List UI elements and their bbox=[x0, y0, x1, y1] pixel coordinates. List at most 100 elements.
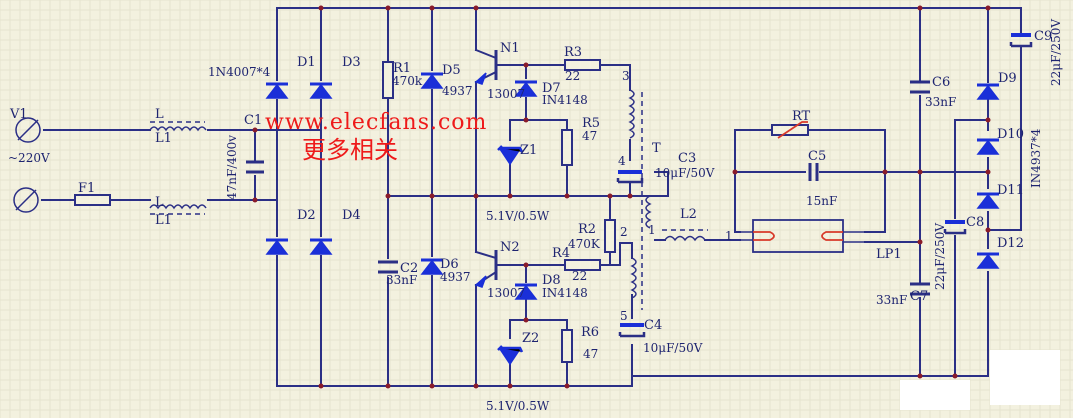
junction-dot bbox=[252, 197, 258, 203]
blank-area bbox=[990, 350, 1060, 405]
fuse-f1 bbox=[74, 194, 111, 206]
diode-d10 bbox=[976, 138, 1000, 155]
label-d7-part: IN4148 bbox=[542, 93, 588, 107]
label-r5: R5 bbox=[582, 116, 600, 131]
junction-dot bbox=[385, 383, 391, 389]
label-n1-part: 13007 bbox=[487, 87, 525, 101]
junction-dot bbox=[523, 317, 529, 323]
label-f1: F1 bbox=[78, 181, 95, 196]
diode-d8 bbox=[514, 283, 538, 300]
label-d1: D1 bbox=[297, 55, 316, 70]
junction-dot bbox=[882, 169, 888, 175]
capacitor-c2 bbox=[378, 260, 398, 274]
junction-dot bbox=[473, 5, 479, 11]
watermark-url[interactable]: www.elecfans.com bbox=[265, 110, 487, 135]
junction-dot bbox=[318, 383, 324, 389]
junction-dot bbox=[985, 5, 991, 11]
diode-d11 bbox=[976, 192, 1000, 209]
capacitor-c1 bbox=[246, 160, 264, 174]
label-c7-value: 33nF bbox=[876, 293, 907, 307]
inductor-l2 bbox=[662, 229, 708, 242]
label-d2: D2 bbox=[297, 208, 316, 223]
label-v1: V1 bbox=[9, 107, 28, 122]
label-c1-value: 47nF/400v bbox=[225, 135, 239, 200]
label-t-pin-4: 4 bbox=[618, 154, 626, 168]
label-r1: R1 bbox=[393, 61, 411, 76]
junction-dot bbox=[627, 193, 633, 199]
junction-dot bbox=[473, 193, 479, 199]
label-l1-bottom: L1 bbox=[155, 213, 172, 228]
diode-d4 bbox=[309, 238, 333, 255]
label-c8: C8 bbox=[966, 215, 984, 230]
junction-dot bbox=[985, 169, 991, 175]
label-c6: C6 bbox=[932, 75, 950, 90]
label-t-pin-1: 1 bbox=[648, 223, 656, 237]
labels: V1 ~220V F1 L L1 L L1 C1 47nF/400v 1N400… bbox=[8, 19, 1063, 413]
transistor-n1 bbox=[474, 48, 498, 85]
label-d5-value: 4937 bbox=[442, 84, 473, 98]
label-c2-value: 33nF bbox=[386, 273, 417, 287]
junction-dot bbox=[732, 169, 738, 175]
label-c5-value: 15nF bbox=[806, 194, 837, 208]
label-lp1: LP1 bbox=[876, 247, 902, 262]
label-z2-rating: 5.1V/0.5W bbox=[486, 399, 550, 413]
label-c3: C3 bbox=[678, 151, 696, 166]
resistor-r1 bbox=[382, 61, 394, 99]
blank-area bbox=[900, 380, 970, 410]
capacitor-c6 bbox=[910, 80, 930, 94]
junction-dot bbox=[507, 383, 513, 389]
diode-d5 bbox=[420, 72, 444, 89]
label-c3-value: 10μF/50V bbox=[655, 166, 715, 180]
label-rt: RT bbox=[792, 109, 811, 124]
label-r2: R2 bbox=[578, 222, 596, 237]
label-c2: C2 bbox=[400, 261, 418, 276]
resistor-r3 bbox=[564, 59, 601, 71]
resistor-r4 bbox=[564, 259, 601, 271]
diode-d9 bbox=[976, 83, 1000, 100]
label-transformer-t: T bbox=[652, 141, 661, 156]
label-d8-part: IN4148 bbox=[542, 286, 588, 300]
resistor-r2 bbox=[604, 219, 616, 253]
label-voltage: ~220V bbox=[8, 151, 50, 165]
junction-dot bbox=[564, 383, 570, 389]
diode-d2 bbox=[265, 238, 289, 255]
label-pfc-diode-part: IN4937*4 bbox=[1029, 128, 1043, 188]
choke-l1-top bbox=[149, 121, 207, 132]
label-z1-rating: 5.1V/0.5W bbox=[486, 209, 550, 223]
label-l2: L2 bbox=[680, 207, 697, 222]
junction-dot bbox=[318, 5, 324, 11]
label-c6-value: 33nF bbox=[925, 95, 956, 109]
junction-dot bbox=[523, 262, 529, 268]
junction-dot bbox=[985, 117, 991, 123]
label-l-top: L bbox=[155, 107, 164, 122]
label-r2-value: 470K bbox=[568, 237, 601, 251]
label-d6: D6 bbox=[440, 257, 459, 272]
label-c7: C7 bbox=[910, 289, 928, 304]
label-c5: C5 bbox=[808, 149, 826, 164]
capacitor-c7 bbox=[910, 282, 930, 296]
zener-z2 bbox=[497, 345, 524, 366]
diode-d7 bbox=[514, 80, 538, 97]
diode-d12 bbox=[976, 252, 1000, 269]
capacitor-c4 bbox=[618, 323, 646, 338]
label-bridge-part: 1N4007*4 bbox=[208, 65, 271, 79]
transistor-n2 bbox=[474, 250, 498, 288]
junction-dot bbox=[985, 227, 991, 233]
junction-dot bbox=[507, 193, 513, 199]
diode-d3 bbox=[309, 82, 333, 99]
label-z2: Z2 bbox=[522, 331, 539, 346]
label-d4: D4 bbox=[342, 208, 361, 223]
label-t-pin-2: 2 bbox=[620, 225, 628, 239]
junction-dot bbox=[252, 127, 258, 133]
label-r4: R4 bbox=[552, 246, 570, 261]
label-r1-value: 470k bbox=[392, 74, 423, 88]
lamp-lp1 bbox=[740, 219, 865, 253]
label-c9-value: 22μF/250V bbox=[1049, 19, 1063, 86]
junction-dot bbox=[564, 193, 570, 199]
junction-dot bbox=[385, 193, 391, 199]
label-r4-value: 22 bbox=[572, 269, 587, 283]
label-c9: C9 bbox=[1034, 29, 1052, 44]
label-d10: D10 bbox=[997, 127, 1024, 142]
junction-dot bbox=[523, 117, 529, 123]
